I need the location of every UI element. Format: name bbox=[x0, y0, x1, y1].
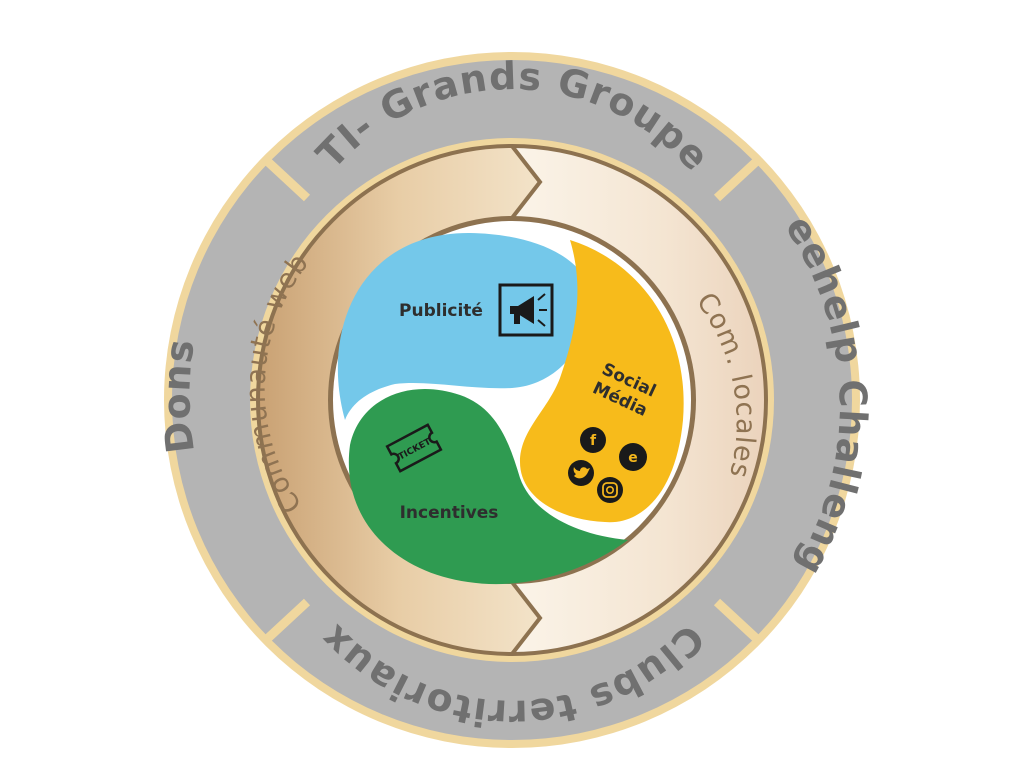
divider-bottom-right bbox=[713, 598, 762, 644]
megaphone-rays bbox=[537, 293, 547, 327]
megaphone-frame bbox=[498, 283, 554, 337]
social-icons: f e bbox=[568, 427, 647, 503]
outer-ring-dividers bbox=[262, 156, 762, 644]
twitter-icon-bird bbox=[573, 467, 590, 479]
label-dons-path: Dons bbox=[154, 336, 202, 456]
blob-publicite bbox=[337, 232, 591, 420]
instagram-icon-circle bbox=[597, 477, 623, 503]
twitter-icon bbox=[568, 460, 594, 486]
ticket-icon-outline bbox=[385, 423, 443, 473]
label-publicite: Publicité bbox=[399, 301, 483, 321]
divider-top-left bbox=[262, 156, 311, 202]
middle-ring bbox=[256, 144, 768, 656]
blob-incentives bbox=[348, 389, 628, 585]
instagram-icon-frame bbox=[602, 482, 618, 498]
eventbrite-icon: e bbox=[619, 443, 647, 471]
middle-ring-left bbox=[258, 146, 540, 654]
instagram-icon bbox=[597, 477, 623, 503]
facebook-icon-circle bbox=[580, 427, 606, 453]
middle-ring-right bbox=[512, 146, 766, 654]
megaphone-body bbox=[510, 296, 534, 324]
seam-bottom bbox=[510, 580, 543, 656]
divider-bottom-left bbox=[262, 598, 311, 644]
facebook-icon-glyph: f bbox=[590, 433, 597, 449]
ray-top bbox=[537, 293, 546, 301]
divider-top-right bbox=[713, 156, 762, 202]
facebook-icon: f bbox=[580, 427, 606, 453]
label-dons: Dons bbox=[154, 336, 203, 456]
eventbrite-icon-glyph: e bbox=[628, 450, 638, 466]
seam-top bbox=[510, 144, 543, 220]
ray-bottom bbox=[537, 319, 546, 327]
megaphone-handle bbox=[514, 314, 520, 324]
eventbrite-icon-circle bbox=[619, 443, 647, 471]
megaphone-icon bbox=[498, 283, 554, 337]
instagram-icon-lens bbox=[605, 485, 614, 494]
label-incentives: Incentives bbox=[400, 503, 499, 523]
